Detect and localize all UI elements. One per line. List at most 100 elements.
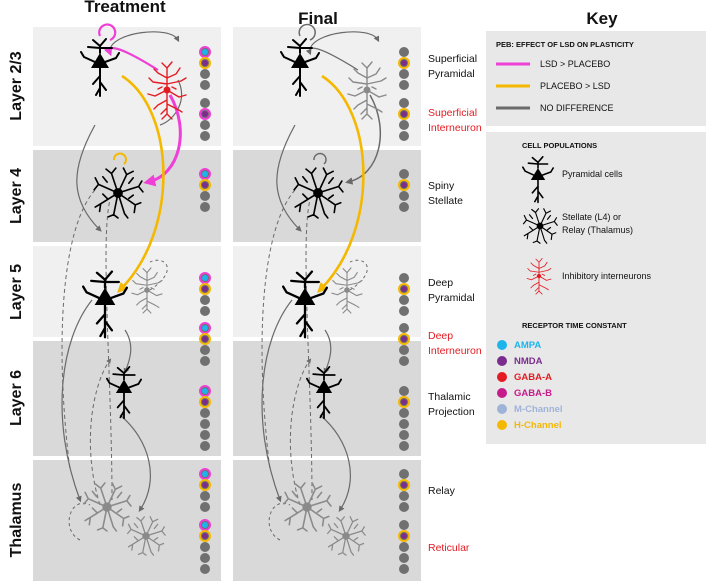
- treatment-panel-layer-4: [33, 150, 221, 242]
- final-panel-thalamus: [233, 460, 421, 581]
- layer-label-4: Layer 4: [8, 168, 25, 224]
- final-conn-si-to-ss: [345, 94, 382, 185]
- key-placebo-gt-lsd-label: PLACEBO > LSD: [540, 81, 611, 91]
- final-conn-relay-to-tp: [289, 358, 312, 506]
- final-receptor-column-relay: [398, 469, 410, 512]
- cell-label-thalamic-projection-1: Thalamic: [428, 391, 471, 403]
- final-receptor-column-tp: [398, 386, 410, 451]
- key-ampa-dot: [497, 340, 507, 350]
- key-nmda-label: NMDA: [514, 356, 543, 367]
- key-gaba-b-dot: [497, 388, 507, 398]
- final-conn-di-self: [349, 259, 368, 291]
- cell-label-superficial-pyramidal-1: Superficial: [428, 53, 477, 65]
- key-nmda-dot: [497, 356, 507, 366]
- final-conn-sp-to-si: [309, 31, 380, 51]
- final-header: Final: [298, 9, 338, 28]
- treatment-receptor-column-reticular: [199, 519, 211, 574]
- key-m-channel-label: M-Channel: [514, 404, 563, 415]
- layer-label-6: Layer 6: [8, 370, 25, 426]
- layer-label-2-3: Layer 2/3: [8, 51, 25, 120]
- treatment-receptor-column-si: [199, 98, 211, 141]
- cell-label-spiny-stellate-2: Stellate: [428, 195, 463, 207]
- cell-label-deep-interneuron-2: Interneuron: [428, 345, 482, 357]
- treatment-conn-sp-to-dp: [76, 124, 102, 232]
- treatment-conn-ss-to-thal: [61, 189, 96, 471]
- final-receptor-column-dp: [398, 273, 410, 316]
- final-conn-tp-to-relay: [319, 414, 351, 512]
- treatment-panel-layer-2-3: [33, 27, 221, 146]
- treatment-receptor-column-tp: [199, 385, 211, 451]
- key-cells-title: CELL POPULATIONS: [522, 141, 597, 150]
- treatment-conn-si-to-ss-lsd: [143, 94, 182, 187]
- final-conn-ss-self: [313, 152, 327, 165]
- final-conn-dp-to-relay: [261, 299, 293, 503]
- treatment-receptor-column-relay: [199, 468, 211, 512]
- key-header: Key: [586, 9, 618, 28]
- key-receptor-title: RECEPTOR TIME CONSTANT: [522, 321, 627, 330]
- key-cells-box: [486, 132, 706, 444]
- key-h-channel-label: H-Channel: [514, 420, 562, 431]
- key-no-difference-label: NO DIFFERENCE: [540, 103, 614, 113]
- treatment-conn-di-self: [149, 259, 168, 291]
- final-panel-layer-6: [233, 341, 421, 456]
- final-column: [233, 23, 421, 581]
- treatment-panel-layer-6: [33, 341, 221, 456]
- treatment-conn-relay-to-tp: [89, 358, 112, 506]
- key-gaba-b-label: GABA-B: [514, 388, 552, 399]
- final-receptor-column-sp: [398, 47, 410, 90]
- treatment-receptor-column-ss: [199, 168, 211, 212]
- cell-label-relay: Relay: [428, 485, 456, 497]
- treatment-conn-sp-to-dp-placebo: [117, 74, 165, 293]
- final-conn-sp-self: [298, 23, 316, 41]
- cell-label-deep-interneuron-1: Deep: [428, 330, 453, 342]
- final-receptor-column-ss: [398, 169, 410, 212]
- final-panel-layer-4: [233, 150, 421, 242]
- treatment-conn-dp-to-tp: [123, 329, 132, 375]
- key-lsd-gt-placebo-label: LSD > PLACEBO: [540, 59, 610, 69]
- layer-label-thalamus: Thalamus: [8, 483, 25, 558]
- key-legend: PEB: EFFECT OF LSD ON PLASTICITY LSD > P…: [486, 31, 706, 444]
- key-gaba-a-label: GABA-A: [514, 372, 552, 383]
- treatment-conn-si-to-sp: [103, 46, 159, 71]
- final-conn-ss-to-thal: [261, 189, 296, 471]
- treatment-conn-dp-to-relay: [61, 299, 93, 503]
- final-conn-sp-to-dp-placebo: [317, 74, 365, 293]
- treatment-conn-sp-self: [98, 23, 117, 42]
- final-receptor-column-si: [398, 98, 410, 141]
- final-receptor-column-reticular: [398, 520, 410, 574]
- key-interneuron-label: Inhibitory interneurons: [562, 271, 652, 281]
- key-gaba-a-dot: [497, 372, 507, 382]
- treatment-panel-layer-5: [33, 246, 221, 337]
- key-stellate-label-1: Stellate (L4) or: [562, 212, 621, 222]
- key-m-channel-dot: [497, 404, 507, 414]
- cell-label-superficial-pyramidal-2: Pyramidal: [428, 68, 475, 80]
- treatment-conn-tp-to-relay: [119, 414, 151, 512]
- key-h-channel-dot: [497, 420, 507, 430]
- key-ampa-label: AMPA: [514, 340, 541, 351]
- treatment-column: [33, 23, 221, 581]
- final-conn-sp-to-ss: [276, 124, 302, 232]
- cell-label-deep-pyramidal-1: Deep: [428, 277, 453, 289]
- key-peb-title: PEB: EFFECT OF LSD ON PLASTICITY: [496, 40, 634, 49]
- treatment-panel-thalamus: [33, 460, 221, 581]
- final-panel-layer-5: [233, 246, 421, 337]
- treatment-receptor-column-sp: [199, 46, 211, 90]
- cell-label-spiny-stellate-1: Spiny: [428, 180, 455, 192]
- key-peb-box: [486, 31, 706, 126]
- cell-label-thalamic-projection-2: Projection: [428, 406, 475, 418]
- treatment-receptor-column-di: [199, 322, 211, 366]
- cell-label-superficial-interneuron-1: Superficial: [428, 107, 477, 119]
- cell-label-deep-pyramidal-2: Pyramidal: [428, 292, 475, 304]
- key-stellate-label-2: Relay (Thalamus): [562, 225, 633, 235]
- final-panel-layer-2-3: [233, 27, 421, 146]
- cell-label-superficial-interneuron-2: Interneuron: [428, 122, 482, 134]
- treatment-conn-ss-self: [113, 152, 127, 165]
- treatment-receptor-column-dp: [199, 272, 211, 316]
- treatment-conn-sp-to-si: [109, 31, 180, 51]
- final-conn-dp-to-tp: [323, 329, 332, 375]
- layer-label-5: Layer 5: [8, 264, 25, 320]
- treatment-conn-si-to-ss: [159, 79, 183, 126]
- treatment-header: Treatment: [84, 0, 166, 16]
